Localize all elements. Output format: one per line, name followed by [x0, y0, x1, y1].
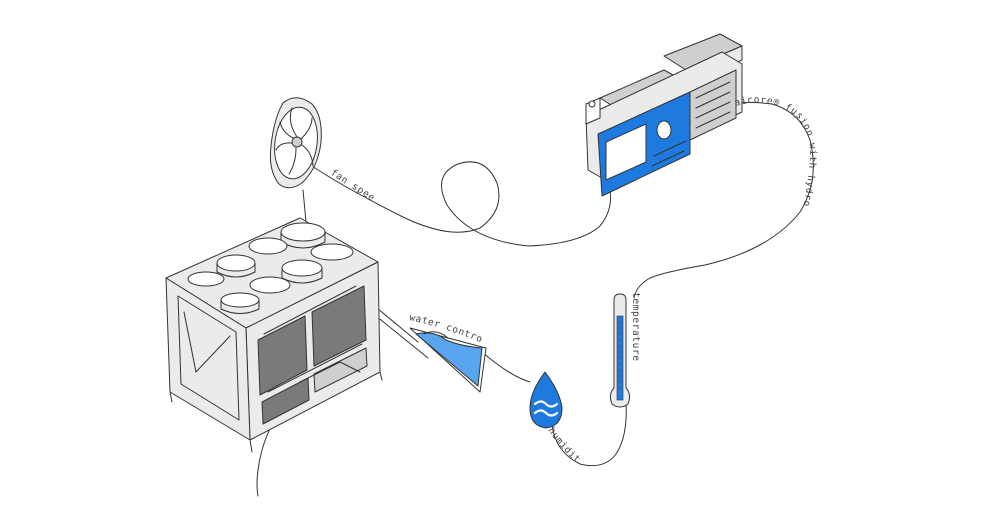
fan-speed-label: fan speed: [0, 0, 377, 204]
fan-icon: [269, 97, 322, 189]
fan-to-controller-cable: [311, 161, 611, 247]
water-tank-icon: [409, 327, 487, 393]
chiller-unit-icon: [165, 217, 383, 453]
water-to-humidity-cable: [481, 351, 531, 383]
temperature-label: temperature: [630, 292, 641, 362]
chiller-to-water-cable: [371, 303, 419, 343]
connection-cables: [256, 101, 814, 497]
controller-to-temperature-cable: [633, 101, 814, 299]
controller-board-icon: [585, 33, 743, 197]
thermometer-icon: [609, 293, 631, 408]
chiller-bottom-cable: [256, 417, 277, 497]
humidity-to-temperature-cable: [551, 401, 627, 467]
water-droplet-icon: [529, 371, 563, 429]
